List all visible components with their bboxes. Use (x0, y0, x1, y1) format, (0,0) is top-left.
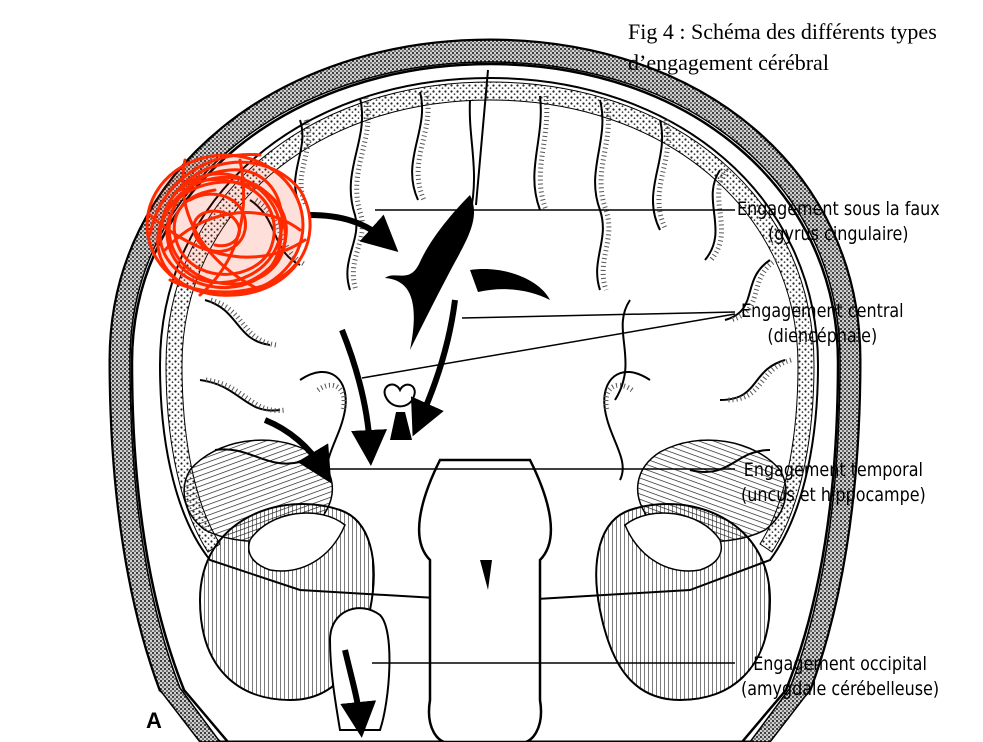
caption-line-2: d’engagement cérébral (628, 47, 983, 78)
tumor-scribble (147, 154, 310, 295)
label-occipital: Engagement occipital (amygdale cérébelle… (741, 652, 939, 702)
label-temporal: Engagement temporal (uncus et hippocampe… (741, 458, 926, 508)
label-central: Engagement central (diencéphale) (741, 299, 904, 349)
label-occipital-title: Engagement occipital (741, 652, 939, 677)
caption-line-1: Fig 4 : Schéma des différents types (628, 16, 983, 47)
plate-letter: A (146, 708, 162, 734)
label-central-detail: (diencéphale) (741, 324, 904, 349)
label-central-title: Engagement central (741, 299, 904, 324)
label-temporal-detail: (uncus et hippocampe) (741, 483, 926, 508)
label-subfalcine-title: Engagement sous la faux (737, 197, 940, 222)
label-occipital-detail: (amygdale cérébelleuse) (741, 677, 939, 702)
label-temporal-title: Engagement temporal (741, 458, 926, 483)
figure-caption: Fig 4 : Schéma des différents types d’en… (628, 16, 983, 78)
brainstem (419, 460, 551, 742)
label-subfalcine-detail: (gyrus cingulaire) (737, 222, 940, 247)
label-subfalcine: Engagement sous la faux (gyrus cingulair… (737, 197, 940, 247)
